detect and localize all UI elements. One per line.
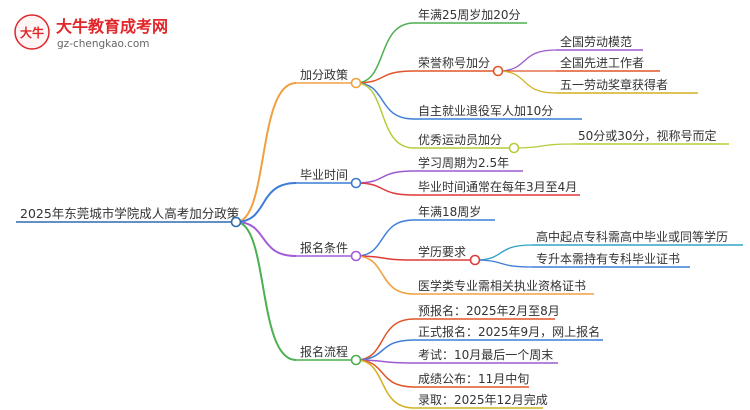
leaf-node: 考试：10月最后一个周末: [418, 347, 553, 362]
leaf-edge: [355, 82, 415, 149]
leaf-node: 优秀运动员加分: [418, 133, 502, 147]
leaf-edge: [355, 170, 415, 184]
leaf-node: 毕业时间通常在每年3月至4月: [418, 179, 577, 194]
branch-connector-dot: [350, 177, 362, 189]
root-connector-dot: [230, 216, 242, 228]
edges: [235, 22, 575, 409]
branch-edge: [235, 221, 297, 257]
leaf-node: 医学类专业需相关执业资格证书: [418, 278, 586, 293]
subleaf-node: 全国先进工作者: [560, 55, 644, 70]
leaf-edge: [355, 70, 415, 84]
subleaf-node: 全国劳动模范: [560, 34, 632, 49]
subleaf-edge: [513, 143, 575, 149]
logo-brand: 大牛教育成考网: [56, 17, 168, 36]
leaf-node: 学习周期为2.5年: [418, 155, 509, 170]
branch-node: 毕业时间: [300, 168, 348, 182]
leaf-edge: [355, 182, 415, 196]
leaf-edge: [355, 339, 415, 361]
logo-mark-icon: [14, 14, 50, 50]
leaf-connector-dot: [492, 65, 504, 77]
leaf-edge: [355, 359, 415, 388]
leaf-edge: [355, 359, 415, 409]
leaf-node: 自主就业退役军人加10分: [418, 103, 553, 118]
leaf-node: 荣誉称号加分: [418, 56, 490, 70]
logo: 大牛 大牛教育成考网 gz-chengkao.com: [14, 14, 168, 50]
leaf-node: 学历要求: [418, 244, 466, 259]
leaf-edge: [355, 219, 415, 257]
logo-mark-text: 大牛: [20, 25, 44, 40]
leaf-node: 录取：2025年12月完成: [418, 392, 548, 407]
leaf-connector-dot: [508, 142, 520, 154]
branch-node: 报名条件: [300, 240, 348, 255]
subleaf-node: 专升本需持有专科毕业证书: [536, 251, 680, 266]
branch-node: 报名流程: [300, 344, 348, 359]
subleaf-node: 高中起点专科需高中毕业或同等学历: [536, 229, 728, 244]
leaf-node: 年满25周岁加20分: [418, 7, 521, 22]
subleaf-edge: [497, 49, 557, 72]
leaf-node: 预报名：2025年2月至8月: [418, 303, 560, 318]
root-node: 2025年东莞城市学院成人高考加分政策: [20, 206, 240, 221]
subleaf-edge: [497, 70, 557, 94]
branch-edge: [235, 221, 297, 361]
subleaf-node: 50分或30分，视称号而定: [578, 128, 717, 143]
leaf-node: 正式报名：2025年9月，网上报名: [418, 324, 600, 339]
subleaf-edge: [474, 259, 533, 268]
branch-node: 加分政策: [300, 68, 348, 82]
logo-domain: gz-chengkao.com: [57, 38, 150, 50]
branch-edge: [235, 82, 297, 223]
branch-connector-dot: [350, 250, 362, 262]
branch-connector-dot: [350, 77, 362, 89]
leaf-edge: [355, 22, 415, 84]
branch-connector-dot: [350, 354, 362, 366]
subleaf-node: 五一劳动奖章获得者: [560, 77, 668, 92]
leaf-edge: [355, 318, 415, 361]
leaf-connector-dot: [469, 254, 481, 266]
leaf-node: 年满18周岁: [418, 204, 481, 219]
leaf-edge: [355, 255, 415, 261]
branch-edge: [235, 182, 297, 223]
leaf-edge: [355, 82, 415, 120]
leaf-node: 成绩公布：11月中旬: [418, 371, 529, 386]
subleaf-edge: [474, 244, 533, 261]
leaf-edge: [355, 255, 415, 295]
